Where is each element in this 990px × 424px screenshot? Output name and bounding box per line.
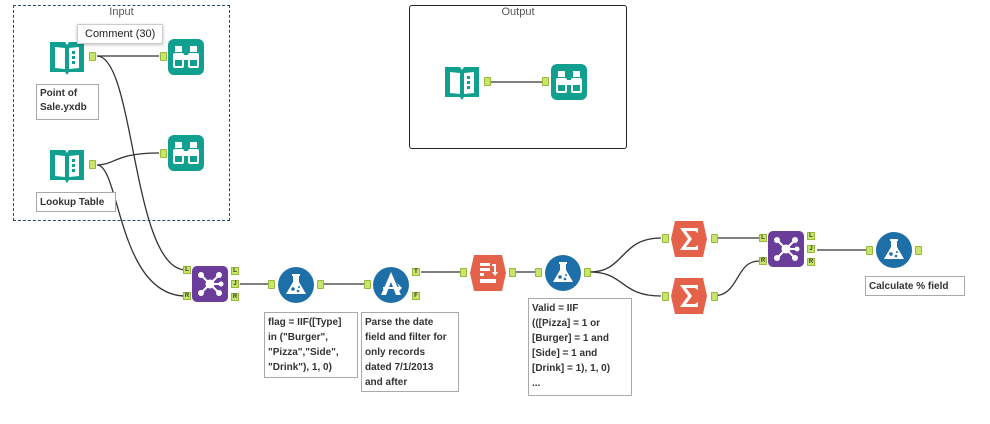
flag-formula-label[interactable]: flag = IIF([Type] in ("Burger", "Pizza",…	[264, 312, 358, 378]
output-anchor[interactable]	[89, 52, 96, 61]
join-output-join-anchor[interactable]: J	[231, 280, 239, 288]
output-anchor[interactable]	[915, 246, 922, 255]
input-container[interactable]: Input	[13, 5, 230, 221]
join-tool[interactable]	[767, 230, 805, 268]
output-anchor[interactable]	[711, 234, 718, 243]
crosstab-tool[interactable]	[469, 254, 507, 292]
join-input-left-anchor[interactable]: L	[183, 266, 191, 274]
join-icon	[192, 266, 228, 302]
output-anchor[interactable]	[584, 268, 591, 277]
formula-tool[interactable]	[277, 266, 315, 304]
binoculars-browse-icon	[168, 135, 204, 171]
binoculars-browse-icon	[168, 39, 204, 75]
browse-tool[interactable]	[167, 134, 205, 172]
summarize-sigma-icon	[671, 221, 707, 257]
input-tool-point-of-sale[interactable]	[48, 38, 86, 76]
input-tool-lookup-table[interactable]	[48, 146, 86, 184]
join-input-left-anchor[interactable]: L	[759, 234, 767, 242]
summarize-tool[interactable]	[670, 220, 708, 258]
input-anchor[interactable]	[535, 268, 542, 277]
join-icon	[768, 231, 804, 267]
join-output-join-anchor[interactable]: J	[807, 245, 815, 253]
input-anchor[interactable]	[268, 280, 275, 289]
input-anchor[interactable]	[866, 246, 873, 255]
connection	[589, 271, 662, 297]
input-anchor[interactable]	[662, 234, 669, 243]
output-container[interactable]: Output	[409, 5, 627, 149]
valid-formula-label[interactable]: Valid = IIF (([Pizza] = 1 or [Burger] = …	[528, 298, 632, 396]
output-anchor[interactable]	[509, 268, 516, 277]
filter-note-label[interactable]: Parse the date field and filter for only…	[361, 312, 459, 392]
connection	[96, 164, 187, 297]
browse-tool[interactable]	[550, 63, 588, 101]
connection	[589, 237, 662, 273]
filter-true-anchor[interactable]: T	[412, 268, 420, 276]
output-anchor[interactable]	[484, 77, 491, 86]
join-tool[interactable]	[191, 265, 229, 303]
connection	[712, 260, 760, 297]
input-anchor[interactable]	[662, 292, 669, 301]
output-anchor[interactable]	[89, 160, 96, 169]
calc-pct-label[interactable]: Calculate % field	[865, 276, 965, 296]
join-output-left-anchor[interactable]: L	[231, 267, 239, 275]
formula-flask-icon	[278, 267, 314, 303]
book-input-icon	[50, 150, 84, 183]
output-anchor[interactable]	[317, 280, 324, 289]
comment-tooltip: Comment (30)	[77, 24, 164, 44]
summarize-tool[interactable]	[670, 277, 708, 315]
point-of-sale-label[interactable]: Point of Sale.yxdb	[36, 84, 99, 120]
join-output-right-anchor[interactable]: R	[807, 258, 815, 266]
binoculars-browse-icon	[551, 64, 587, 100]
connection	[96, 55, 187, 271]
book-input-icon	[445, 67, 479, 100]
connection	[96, 152, 160, 166]
input-anchor[interactable]	[160, 52, 167, 61]
input-tool-output[interactable]	[443, 63, 481, 101]
lookup-table-label[interactable]: Lookup Table	[36, 192, 116, 212]
join-output-left-anchor[interactable]: L	[807, 232, 815, 240]
summarize-sigma-icon	[671, 278, 707, 314]
input-anchor[interactable]	[542, 77, 549, 86]
browse-tool[interactable]	[167, 38, 205, 76]
formula-tool[interactable]	[875, 231, 913, 269]
book-input-icon	[50, 42, 84, 75]
formula-flask-icon	[876, 232, 912, 268]
filter-icon	[373, 267, 409, 303]
formula-tool[interactable]	[544, 254, 582, 292]
filter-tool[interactable]	[372, 266, 410, 304]
formula-flask-icon	[545, 255, 581, 291]
crosstab-icon	[470, 255, 506, 291]
input-container-title: Input	[109, 6, 134, 18]
output-container-title: Output	[501, 6, 535, 18]
join-output-right-anchor[interactable]: R	[231, 293, 239, 301]
input-anchor[interactable]	[160, 149, 167, 158]
join-input-right-anchor[interactable]: R	[183, 292, 191, 300]
output-anchor[interactable]	[711, 292, 718, 301]
input-anchor[interactable]	[460, 268, 467, 277]
filter-false-anchor[interactable]: F	[412, 292, 420, 300]
join-input-right-anchor[interactable]: R	[759, 257, 767, 265]
input-anchor[interactable]	[364, 280, 371, 289]
